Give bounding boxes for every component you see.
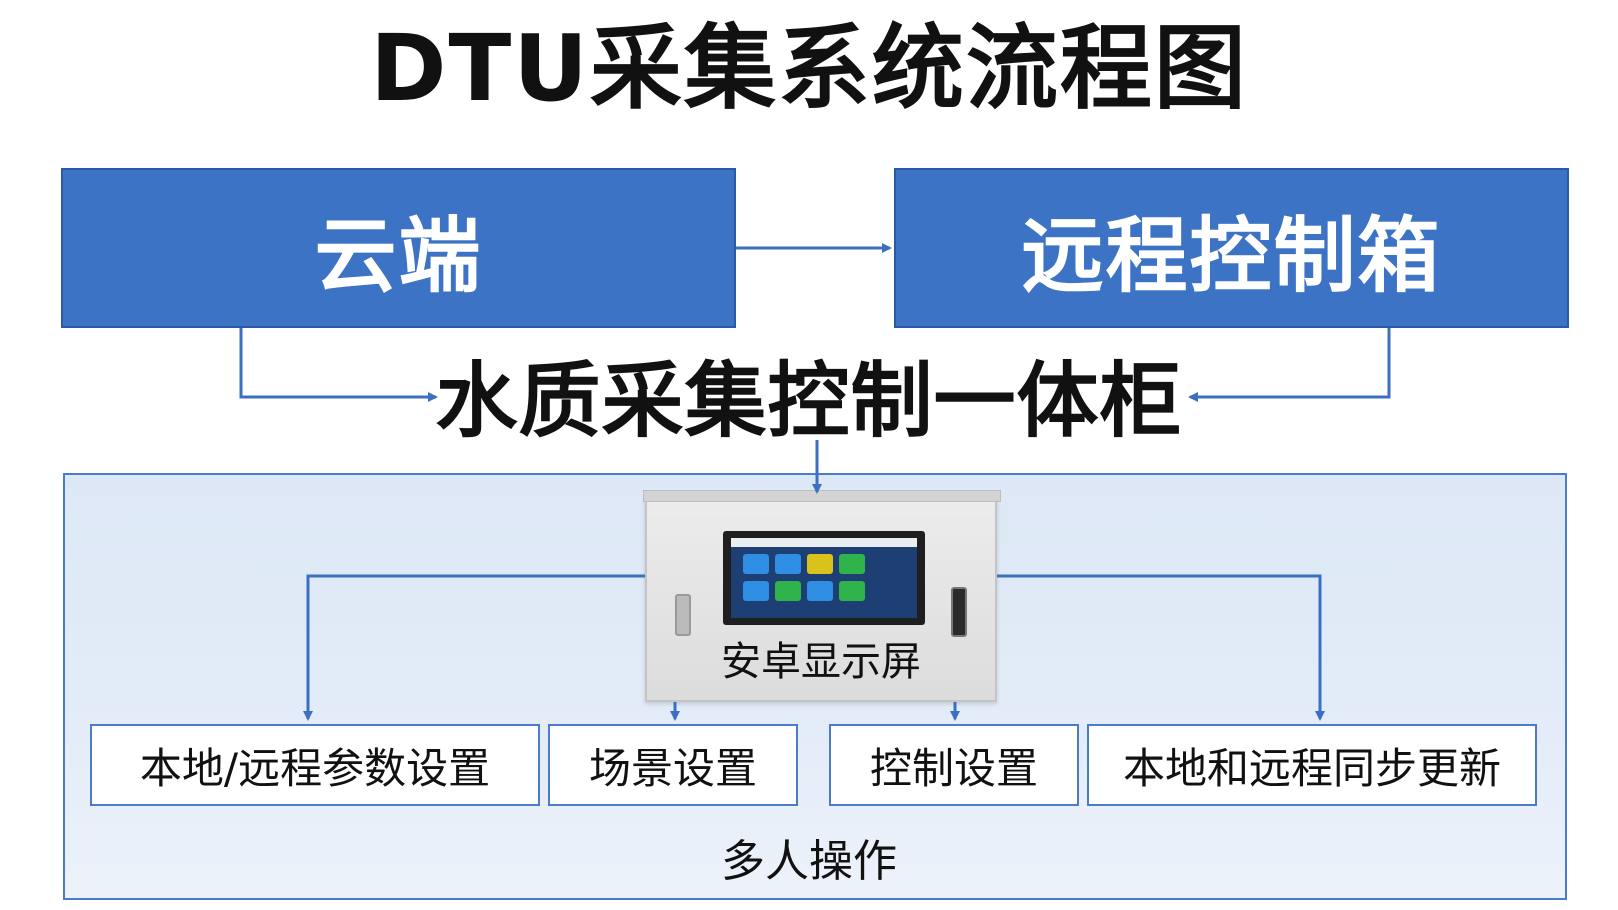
door-handle-icon (675, 594, 691, 636)
device-lid (643, 490, 1001, 502)
app-icon (807, 581, 833, 601)
control-cabinet-device: 安卓显示屏 (643, 490, 1001, 702)
param-setting-box: 本地/远程参数设置 (90, 724, 540, 806)
screen-display (731, 538, 917, 618)
page-title: DTU采集系统流程图 (370, 15, 1248, 122)
device-label: 安卓显示屏 (721, 639, 921, 685)
remote-control-box: 远程控制箱 (894, 168, 1569, 328)
control-setting-box: 控制设置 (829, 724, 1079, 806)
sync-update-box: 本地和远程同步更新 (1087, 724, 1537, 806)
app-icon (775, 554, 801, 574)
app-icon (775, 581, 801, 601)
app-icon (839, 554, 865, 574)
app-icon (743, 554, 769, 574)
cabinet-title: 水质采集控制一体柜 (435, 354, 1183, 449)
app-icon (807, 554, 833, 574)
screen-status-bar (731, 538, 917, 547)
android-screen (723, 531, 925, 625)
cloud-box: 云端 (61, 168, 736, 328)
scene-setting-box: 场景设置 (548, 724, 798, 806)
door-lock-icon (951, 587, 967, 637)
app-icon (839, 581, 865, 601)
multi-user-label: 多人操作 (721, 836, 897, 887)
app-icon (743, 581, 769, 601)
app-icon-grid (743, 554, 865, 601)
